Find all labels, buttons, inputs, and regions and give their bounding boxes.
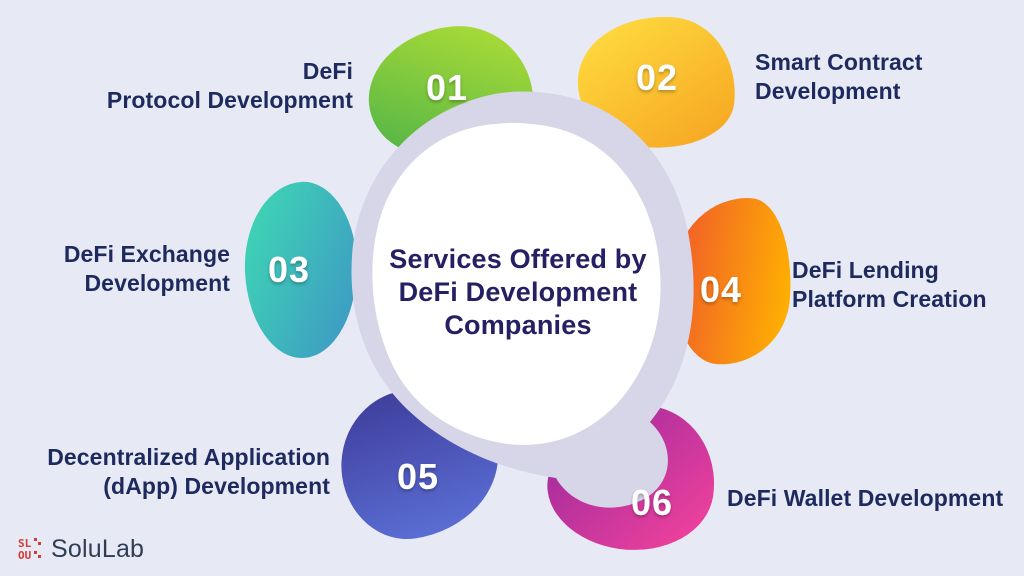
solulab-logo-text: SoluLab <box>51 535 145 563</box>
step-04-number: 04 <box>699 269 743 310</box>
page-title: Services Offered by DeFi Development Com… <box>368 243 668 342</box>
label-line: Development <box>755 78 901 104</box>
label-line: Platform Creation <box>792 286 987 312</box>
label-line: Protocol Development <box>106 87 353 113</box>
label-dapp-development: Decentralized Application (dApp) Develop… <box>47 443 330 501</box>
step-02-number: 02 <box>635 57 679 98</box>
label-line: Decentralized Application <box>47 444 330 470</box>
label-line: DeFi Exchange <box>63 241 230 267</box>
step-03-number: 03 <box>267 249 311 290</box>
label-line: (dApp) Development <box>103 473 330 499</box>
title-line-2: DeFi Development <box>398 277 638 307</box>
step-06-blob <box>539 393 725 561</box>
svg-text:OU: OU <box>18 549 32 562</box>
label-defi-wallet-development: DeFi Wallet Development <box>727 484 1003 513</box>
label-defi-exchange-development: DeFi Exchange Development <box>64 240 230 298</box>
label-smart-contract-development: Smart Contract Development <box>755 48 923 106</box>
label-line: Smart Contract <box>755 49 923 75</box>
solulab-logo: SL OU SoluLab <box>18 535 144 564</box>
label-line: DeFi <box>302 58 353 84</box>
label-line: Development <box>84 270 230 296</box>
step-01-number: 01 <box>425 67 469 108</box>
label-line: DeFi Wallet Development <box>727 485 1004 511</box>
label-defi-lending-platform-creation: DeFi Lending Platform Creation <box>792 256 987 314</box>
label-defi-protocol-development: DeFi Protocol Development <box>107 57 353 115</box>
step-05-number: 05 <box>396 456 440 497</box>
solulab-logo-icon: SL OU <box>18 537 41 562</box>
label-line: DeFi Lending <box>792 257 939 283</box>
title-line-3: Companies <box>444 310 592 340</box>
step-06-number: 06 <box>630 482 674 523</box>
svg-text:SL: SL <box>18 537 32 550</box>
title-line-1: Services Offered by <box>389 244 647 274</box>
